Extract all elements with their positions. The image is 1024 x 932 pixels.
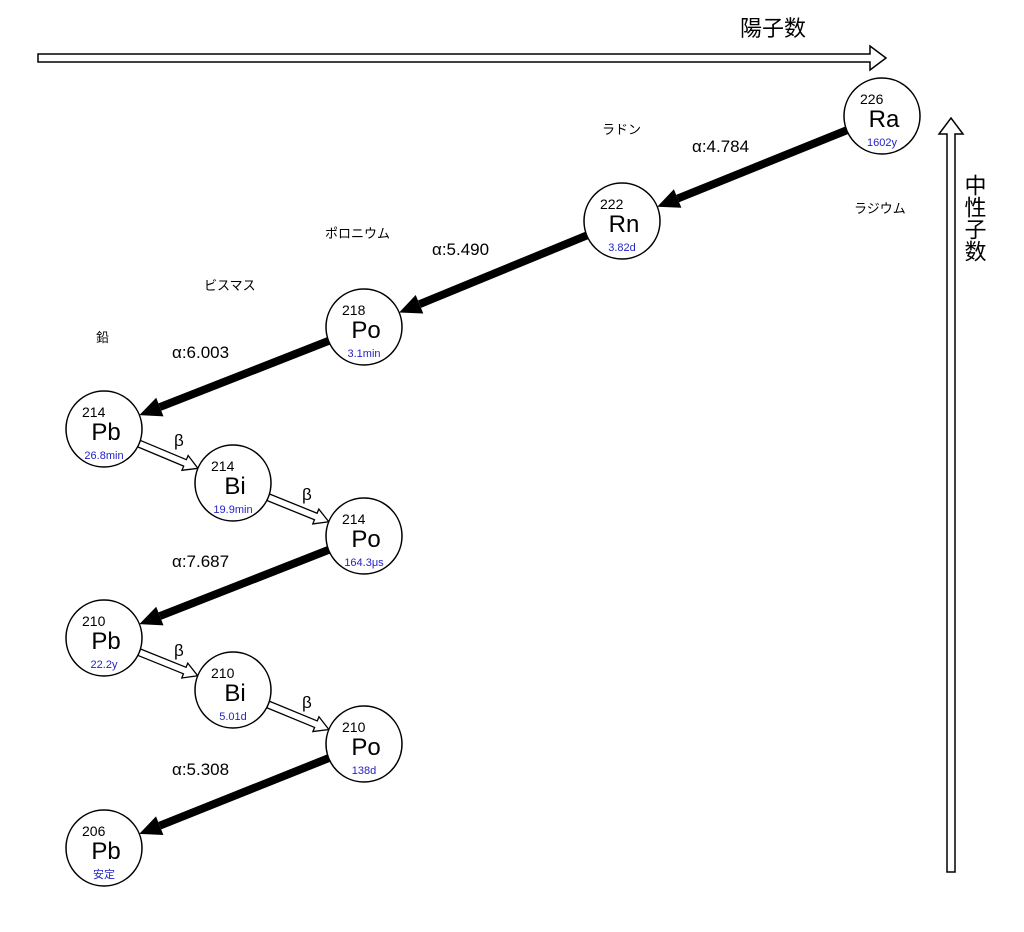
element-symbol: Pb — [91, 419, 120, 446]
mass-number: 214 — [342, 511, 366, 527]
alpha-decay-arrow — [657, 126, 849, 208]
half-life: 3.82d — [608, 242, 636, 254]
nuclide-circle — [325, 497, 403, 575]
mass-number: 210 — [342, 719, 366, 735]
proton-axis-label: 陽子数 — [740, 16, 806, 41]
element-symbol: Ra — [869, 106, 900, 133]
half-life: 22.2y — [91, 659, 118, 671]
beta-decay-arrow — [136, 439, 200, 472]
alpha-decay-arrow — [399, 231, 589, 314]
alpha-decay-label: α:7.687 — [172, 552, 229, 571]
beta-decay-arrow — [137, 648, 199, 679]
nuclide-circle — [194, 651, 272, 729]
mass-number: 206 — [82, 823, 106, 839]
element-symbol: Pb — [91, 628, 120, 655]
half-life: 1602y — [867, 137, 897, 149]
alpha-decay-label: α:4.784 — [692, 137, 749, 156]
nuclide-circle — [65, 390, 143, 468]
element-symbol: Bi — [224, 473, 245, 500]
beta-decay-arrow — [265, 700, 331, 733]
mass-number: 218 — [342, 302, 366, 318]
beta-decay-label: β — [174, 641, 184, 660]
neutron-axis-label: 中性子数 — [962, 174, 987, 262]
nuclide-circle — [194, 444, 272, 522]
element-name-lead: 鉛 — [96, 330, 109, 345]
half-life: 26.8min — [84, 450, 123, 462]
alpha-decay-arrow — [139, 754, 331, 836]
mass-number: 214 — [211, 458, 235, 474]
element-symbol: Bi — [224, 680, 245, 707]
half-life: 164.3μs — [344, 557, 384, 569]
nuclide-circle — [65, 599, 143, 677]
beta-decay-label: β — [174, 431, 184, 450]
alpha-decay-arrow — [139, 546, 331, 626]
element-symbol: Po — [351, 317, 380, 344]
beta-decay-label: β — [302, 485, 312, 504]
element-symbol: Rn — [609, 211, 640, 238]
mass-number: 222 — [600, 196, 624, 212]
half-life: 3.1min — [347, 348, 380, 360]
neutron-axis-arrow — [937, 116, 965, 873]
element-name-radium: ラジウム — [854, 201, 906, 216]
half-life: 安定 — [93, 867, 115, 881]
element-name-polonium: ポロニウム — [325, 226, 390, 241]
element-name-radon: ラドン — [602, 122, 641, 137]
mass-number: 210 — [82, 613, 106, 629]
proton-axis-arrow — [37, 44, 888, 72]
nuclide-circle — [325, 705, 403, 783]
beta-decay-label: β — [302, 693, 312, 712]
element-symbol: Po — [351, 734, 380, 761]
mass-number: 226 — [860, 91, 884, 107]
nuclide-circle — [843, 77, 921, 155]
alpha-decay-label: α:5.308 — [172, 760, 229, 779]
half-life: 138d — [352, 765, 376, 777]
element-symbol: Pb — [91, 838, 120, 865]
beta-decay-arrow — [266, 493, 330, 525]
half-life: 19.9min — [213, 504, 252, 516]
mass-number: 210 — [211, 665, 235, 681]
alpha-decay-label: α:5.490 — [432, 240, 489, 259]
element-name-bismuth: ビスマス — [204, 278, 256, 293]
element-symbol: Po — [351, 526, 380, 553]
half-life: 5.01d — [219, 711, 247, 723]
nuclide-circle — [583, 182, 661, 260]
nuclide-circle — [65, 809, 143, 887]
alpha-decay-label: α:6.003 — [172, 343, 229, 362]
mass-number: 214 — [82, 404, 106, 420]
nuclide-circle — [325, 288, 403, 366]
alpha-decay-arrow — [139, 337, 331, 417]
